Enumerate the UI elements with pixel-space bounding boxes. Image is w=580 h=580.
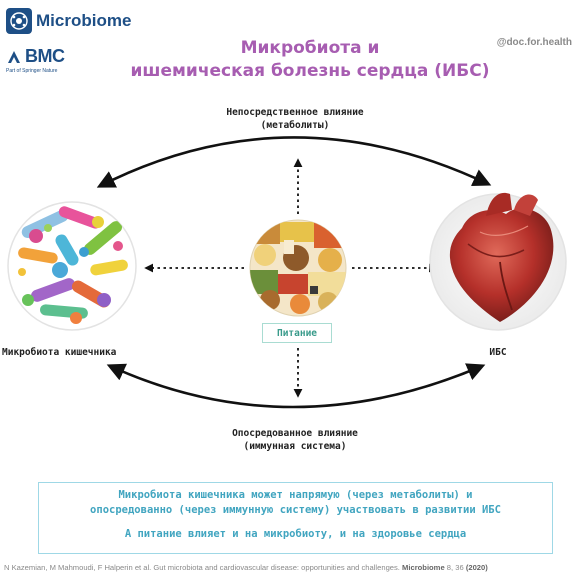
author-handle: @doc.for.health [496, 37, 572, 48]
direct-influence-arrow [96, 136, 492, 188]
summary-line3: А питание влияет и на микробиоту, и на з… [124, 528, 467, 540]
direct-influence-label: Непосредственное влияние (метаболиты) [190, 106, 400, 132]
microbiome-logo: Microbiome [6, 8, 131, 34]
microbiota-label: Микробиота кишечника [2, 347, 117, 358]
direct-influence-title: Непосредственное влияние [226, 107, 364, 118]
heart-illustration [429, 192, 567, 331]
bmc-logo: BMC Part of Springer Nature [6, 46, 65, 74]
indirect-influence-subtitle: (иммунная система) [243, 441, 347, 452]
ibs-label: ИБС [489, 347, 507, 358]
page-title-line2: ишемическая болезнь сердца (ИБС) [130, 61, 490, 81]
microbiome-logo-icon [6, 8, 32, 34]
citation-ref: 8, 36 [446, 563, 464, 572]
bmc-tagline: Part of Springer Nature [6, 68, 58, 74]
direct-influence-subtitle: (метаболиты) [260, 120, 330, 131]
summary-line1: Микробиота кишечника может напрямую (чер… [118, 489, 473, 501]
bmc-logo-icon [8, 50, 20, 63]
food-illustration [249, 219, 347, 317]
summary-box: Микробиота кишечника может напрямую (чер… [38, 482, 553, 554]
summary-line2: опосредованно (через иммунную систему) у… [90, 504, 501, 516]
indirect-influence-arrow [106, 363, 486, 409]
microbiome-logo-text: Microbiome [36, 11, 132, 30]
microbiota-illustration [7, 201, 137, 331]
page-title-line1: Микробиота и [240, 38, 380, 58]
citation-year: (2020) [465, 563, 488, 572]
citation-journal: Microbiome [402, 563, 445, 572]
indirect-influence-label: Опосредованное влияние (иммунная система… [190, 427, 400, 453]
bmc-logo-text: BMC [25, 46, 65, 66]
food-label: Питание [262, 323, 332, 343]
citation-text: N Kazemian, M Mahmoudi, F Halperin et al… [4, 563, 400, 572]
citation: N Kazemian, M Mahmoudi, F Halperin et al… [4, 563, 576, 572]
indirect-influence-title: Опосредованное влияние [232, 428, 358, 439]
